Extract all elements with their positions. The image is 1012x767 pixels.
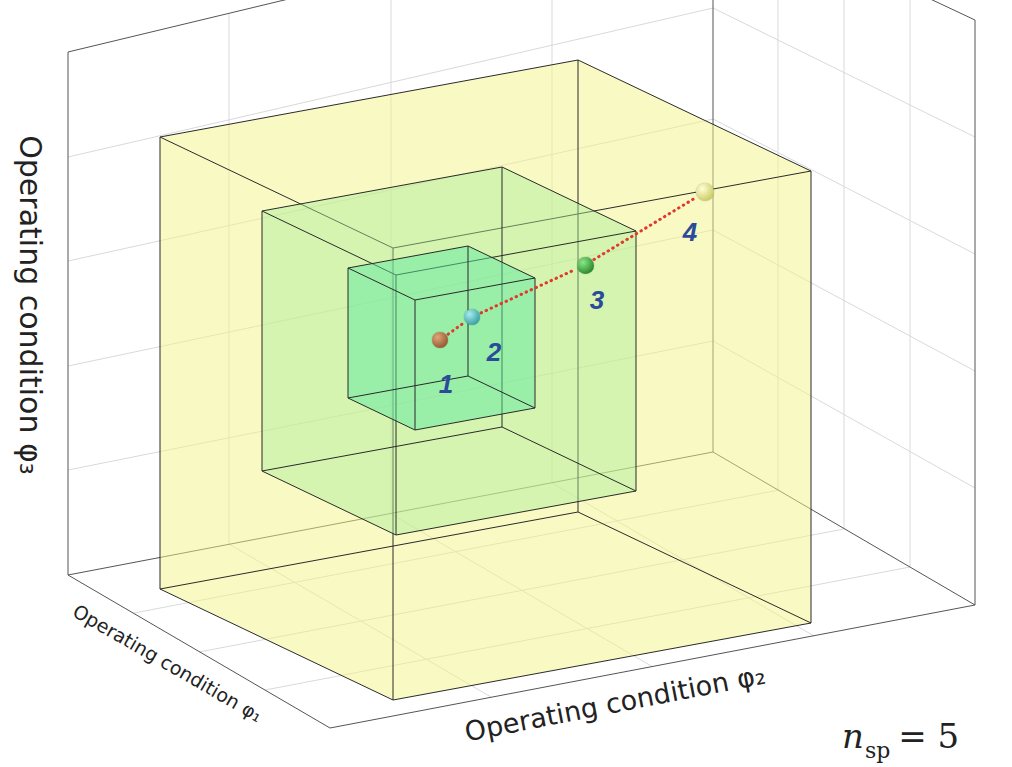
callout-number: 3 bbox=[590, 287, 604, 313]
data-point: 4 bbox=[696, 183, 714, 201]
data-point: 3 bbox=[577, 257, 594, 274]
inner-region-edges bbox=[348, 246, 535, 430]
dotted-path bbox=[481, 269, 575, 312]
parameter-symbol: n bbox=[842, 716, 864, 756]
data-point: 1 bbox=[432, 332, 448, 348]
axes-frame bbox=[68, 0, 975, 728]
dotted-path bbox=[448, 323, 464, 334]
outer-region-edges bbox=[160, 60, 811, 700]
middle-region-edges bbox=[262, 167, 636, 535]
dotted-path bbox=[594, 198, 696, 260]
parameter-subscript: sp bbox=[865, 738, 890, 763]
outer-region-fill bbox=[160, 60, 811, 700]
middle-region-fill bbox=[262, 167, 636, 535]
callout-number: 2 bbox=[487, 339, 501, 365]
callout-number: 1 bbox=[439, 371, 453, 397]
inner-region-fill bbox=[348, 246, 535, 430]
callout-number: 4 bbox=[683, 219, 697, 245]
data-point: 2 bbox=[464, 309, 480, 325]
axis-title: Operating condition φ₃ bbox=[13, 135, 48, 475]
parameter-value: = 5 bbox=[898, 716, 959, 756]
